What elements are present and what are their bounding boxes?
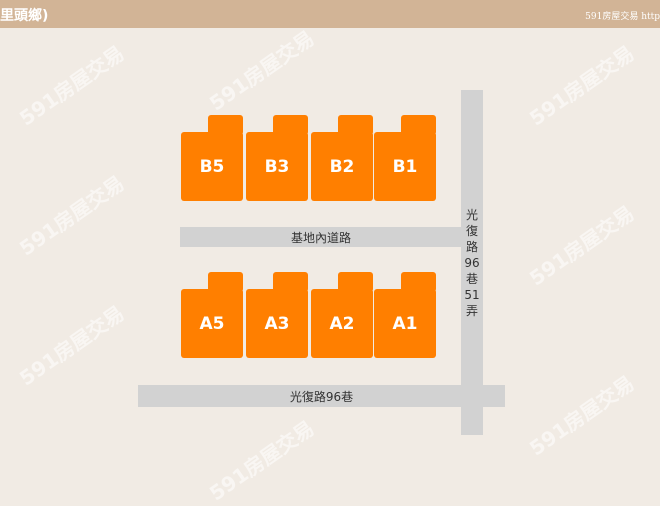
road-label-char: 路 <box>465 239 478 254</box>
watermark: 591房屋交易 <box>523 38 639 132</box>
watermark: 591房屋交易 <box>523 198 639 292</box>
building-tab <box>208 115 243 135</box>
internal-road: 基地內道路 <box>180 227 462 247</box>
building-label: A5 <box>181 289 243 358</box>
road-label: 光復路96巷 <box>289 389 354 404</box>
watermark-text: 591房屋交易 <box>204 415 319 506</box>
watermark-text: 591房屋交易 <box>14 300 129 391</box>
road-label-char: 51 <box>464 287 480 302</box>
building-label: A2 <box>311 289 373 358</box>
watermark-text: 591房屋交易 <box>14 170 129 261</box>
watermark: 591房屋交易 <box>13 38 129 132</box>
vertical-road: 光 復 路 96 巷 51 弄 <box>461 90 483 435</box>
building-tab <box>401 115 436 135</box>
brand-link[interactable]: 591房屋交易 http <box>585 12 660 22</box>
watermark-text: 591房屋交易 <box>524 40 639 131</box>
building-tab <box>401 272 436 292</box>
watermark-text: 591房屋交易 <box>204 25 319 116</box>
road-label-char: 巷 <box>465 271 478 286</box>
building-label: B3 <box>246 132 308 201</box>
building-b1[interactable]: B1 <box>374 115 436 201</box>
watermark-text: 591房屋交易 <box>524 200 639 291</box>
watermark: 591房屋交易 <box>203 23 319 117</box>
header-bar: 里頭鄉) 591房屋交易 http <box>0 0 660 28</box>
road-label-char: 弄 <box>465 303 478 318</box>
watermark-text: 591房屋交易 <box>14 40 129 131</box>
building-label: B5 <box>181 132 243 201</box>
building-a5[interactable]: A5 <box>181 272 243 358</box>
road-label-char: 光 <box>465 207 478 222</box>
watermark: 591房屋交易 <box>523 368 639 462</box>
road-label-char: 復 <box>465 223 478 238</box>
watermark: 591房屋交易 <box>13 168 129 262</box>
building-a2[interactable]: A2 <box>311 272 373 358</box>
building-label: B1 <box>374 132 436 201</box>
bottom-road: 光復路96巷 <box>138 385 505 407</box>
watermark-text: 591房屋交易 <box>524 370 639 461</box>
page-title: 里頭鄉) <box>0 8 49 24</box>
watermark: 591房屋交易 <box>13 298 129 392</box>
building-a3[interactable]: A3 <box>246 272 308 358</box>
building-a1[interactable]: A1 <box>374 272 436 358</box>
building-label: B2 <box>311 132 373 201</box>
road-label: 基地內道路 <box>290 230 351 245</box>
building-tab <box>273 272 308 292</box>
building-label: A1 <box>374 289 436 358</box>
building-tab <box>338 272 373 292</box>
building-b3[interactable]: B3 <box>246 115 308 201</box>
watermark: 591房屋交易 <box>203 413 319 506</box>
building-b5[interactable]: B5 <box>181 115 243 201</box>
building-tab <box>208 272 243 292</box>
building-tab <box>273 115 308 135</box>
building-b2[interactable]: B2 <box>311 115 373 201</box>
building-tab <box>338 115 373 135</box>
building-label: A3 <box>246 289 308 358</box>
road-label-char: 96 <box>464 255 480 270</box>
